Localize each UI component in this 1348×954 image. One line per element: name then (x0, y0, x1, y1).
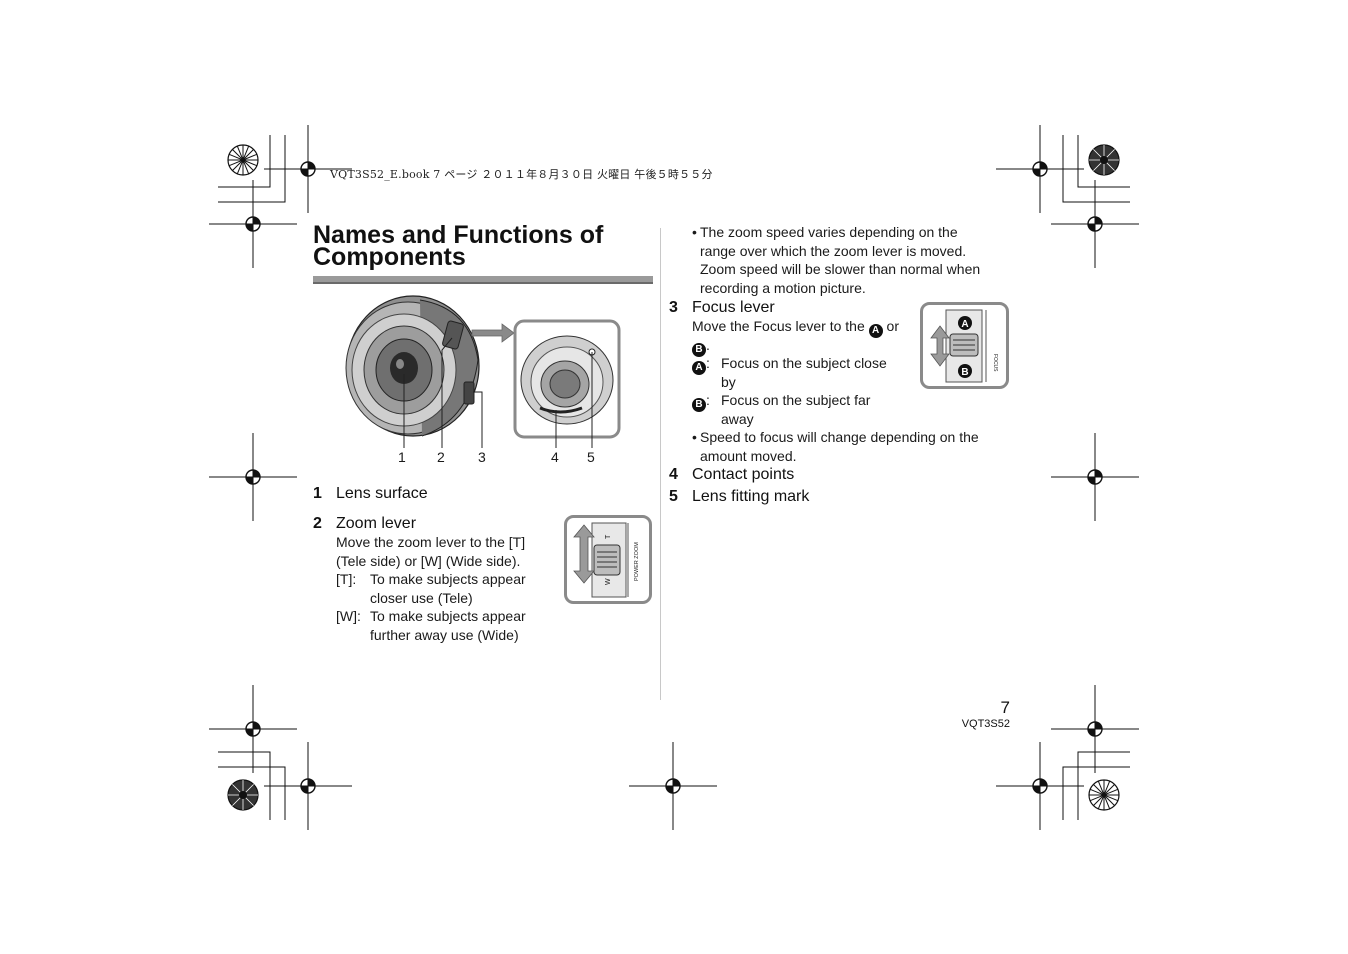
focus-a-key: A: (692, 354, 710, 375)
column-divider (660, 228, 661, 700)
item-number-4: 4 (669, 466, 678, 483)
print-header: VQT3S52_E.book 7 ページ ２０１１年８月３０日 火曜日 午後５時… (330, 168, 713, 181)
page-code: VQT3S52 (961, 718, 1010, 730)
badge-b: B (692, 343, 706, 357)
zoom-note-line-2: range over which the zoom lever is moved… (700, 242, 967, 259)
figure-label-1: 1 (398, 449, 406, 465)
item-number-5: 5 (669, 488, 678, 505)
zoom-t-key: [T]: (336, 571, 357, 587)
focus-note-line-2: amount moved. (700, 447, 797, 464)
figure-label-2: 2 (437, 449, 445, 465)
focus-desc-or: or (886, 318, 899, 334)
focus-figure-side-text: FOCUS (992, 354, 998, 372)
zoom-lever-description: Move the zoom lever to the [T] (Tele sid… (336, 533, 525, 570)
zoom-desc-line-2: (Tele side) or [W] (Wide side). (336, 552, 521, 569)
focus-desc-line-2: B. (692, 336, 710, 357)
zoom-speed-note: The zoom speed varies depending on the r… (692, 223, 981, 297)
item-number-1: 1 (313, 485, 322, 502)
page-number: 7 (1000, 698, 1010, 717)
item-label-focus-lever: Focus lever (692, 299, 775, 316)
focus-speed-note: Speed to focus will change depending on … (692, 428, 979, 465)
zoom-t-line-2: closer use (Tele) (370, 589, 473, 606)
badge-b-key: B (692, 398, 706, 412)
focus-b-key: B: (692, 391, 710, 412)
figure-label-5: 5 (587, 449, 595, 465)
zoom-figure-w-mark: W (605, 578, 612, 585)
focus-b-line-2: away (721, 410, 754, 427)
item-label-lens-fitting-mark: Lens fitting mark (692, 488, 810, 505)
focus-b-line-1: Focus on the subject far (721, 392, 871, 408)
zoom-desc-line-1: Move the zoom lever to the [T] (336, 534, 526, 550)
zoom-figure-t-mark: T (605, 534, 612, 539)
badge-a: A (868, 324, 883, 338)
zoom-w-key: [W]: (336, 608, 361, 624)
item-number-2: 2 (313, 515, 322, 532)
zoom-t-description: To make subjects appear closer use (Tele… (370, 570, 526, 607)
focus-a-description: Focus on the subject close by (721, 354, 887, 391)
page-title: Names and Functions of Components (313, 221, 604, 271)
focus-note-line-1: Speed to focus will change depending on … (692, 428, 979, 447)
focus-a-line-1: Focus on the subject close (721, 355, 887, 371)
badge-a-key: A (692, 361, 706, 375)
item-label-zoom-lever: Zoom lever (336, 515, 417, 532)
zoom-note-line-4: recording a motion picture. (700, 279, 866, 296)
focus-lever-figure: A B FOCUS (920, 302, 1009, 389)
zoom-w-line-1: To make subjects appear (370, 608, 526, 624)
zoom-note-line-3: Zoom speed will be slower than normal wh… (700, 261, 981, 277)
item-number-3: 3 (669, 299, 678, 316)
zoom-note-line-1: The zoom speed varies depending on the (692, 223, 980, 242)
figure-label-3: 3 (478, 449, 486, 465)
zoom-lever-figure: T W POWER ZOOM (564, 515, 652, 604)
figure-label-4: 4 (551, 449, 559, 465)
lens-illustration (345, 295, 621, 448)
title-underline (313, 276, 653, 284)
focus-figure-badge-a: A (961, 319, 968, 330)
focus-b-description: Focus on the subject far away (721, 391, 870, 428)
zoom-w-line-2: further away use (Wide) (370, 626, 519, 643)
zoom-figure-side-text: POWER ZOOM (634, 542, 640, 581)
focus-lever-description: Move the Focus lever to the A or (692, 317, 899, 338)
zoom-w-description: To make subjects appear further away use… (370, 607, 526, 644)
focus-desc-text: Move the Focus lever to the (692, 318, 865, 334)
item-label-lens-surface: Lens surface (336, 485, 428, 502)
focus-figure-badge-b: B (961, 367, 968, 378)
item-label-contact-points: Contact points (692, 466, 795, 483)
focus-a-line-2: by (721, 373, 736, 390)
zoom-t-line-1: To make subjects appear (370, 571, 526, 587)
